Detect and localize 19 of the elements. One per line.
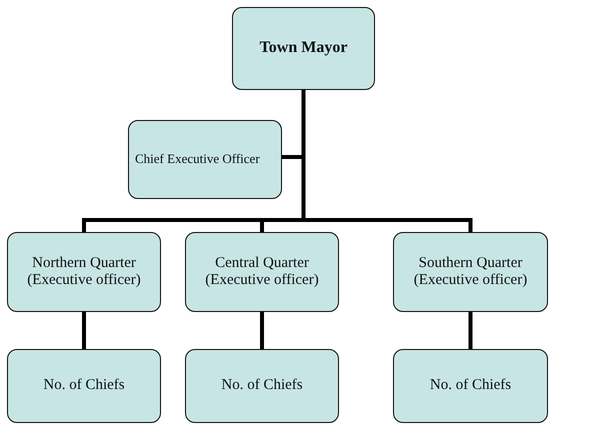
box-label: Chief Executive Officer [135,152,260,167]
box-label: No. of Chiefs [221,377,303,395]
org-box [393,349,548,423]
box-label: Northern Quarter (Executive officer) [26,254,142,290]
box-label: No. of Chiefs [43,377,125,395]
box-label: Southern Quarter (Executive officer) [412,254,528,290]
org-box [185,349,339,423]
org-box [7,349,161,423]
connector-line [82,312,86,349]
org-box [232,7,375,90]
connector-line [260,312,264,349]
org-box [393,232,548,312]
box-label: Town Mayor [260,39,348,58]
org-box [185,232,339,312]
org-box [128,120,282,199]
box-label: No. of Chiefs [430,377,512,395]
org-box [7,232,161,312]
connector-line [468,312,472,349]
box-label: Central Quarter (Executive officer) [204,254,320,290]
